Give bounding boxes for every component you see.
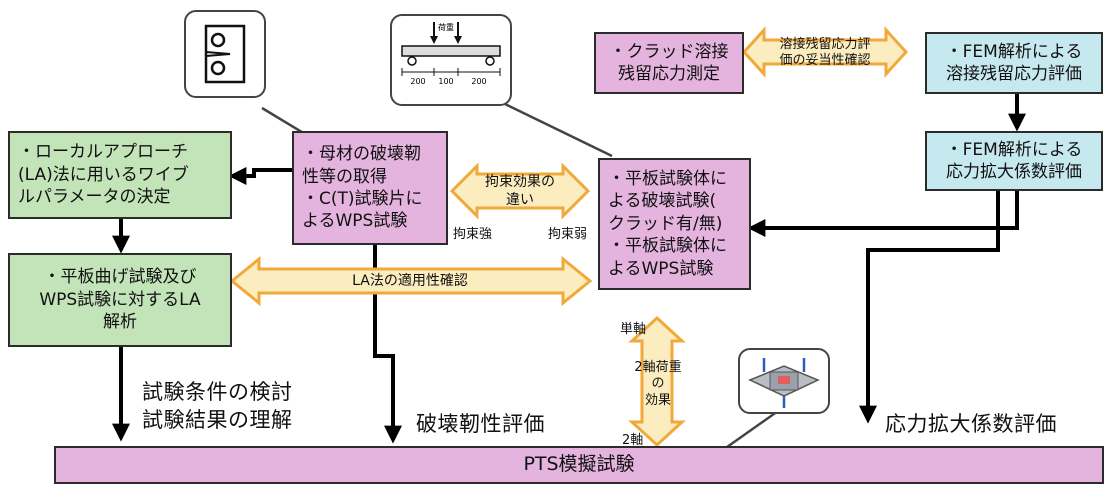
label-constraint-weak: 拘束弱	[548, 227, 588, 242]
svg-text:100: 100	[438, 77, 453, 86]
box-clad-residual-stress: ・クラッド溶接 残留応力測定	[594, 32, 744, 94]
bend-test-schematic-icon: 荷重 200 100 200	[401, 22, 501, 86]
label-weld-validity: 溶接残留応力評 価の妥当性確認	[779, 37, 871, 69]
label-la-applicability: LA法の適用性確認	[352, 273, 468, 289]
label-biaxial-effect: 2軸荷重の 効果	[634, 360, 682, 408]
output-sif-evaluation: 応力拡大係数評価	[885, 412, 1057, 436]
svg-text:200: 200	[471, 77, 486, 86]
bubble-tail-plate	[504, 102, 613, 158]
box-pts-test: PTS模擬試験	[54, 446, 1104, 484]
double-arrow-la-applicability	[229, 255, 593, 307]
double-arrow-constraint	[449, 162, 591, 220]
svg-text:荷重: 荷重	[438, 22, 454, 32]
box-plate-test: ・平板試験体に よる破壊試験( クラッド有/無) ・平板試験体に よるWPS試験	[598, 158, 751, 290]
bubble-plate-bend-test: 荷重 200 100 200	[390, 14, 512, 106]
label-constraint-strong: 拘束強	[453, 227, 493, 242]
box-la-analysis: ・平板曲げ試験及び WPS試験に対するLA 解析	[8, 253, 232, 347]
box-base-material: ・母材の破壊靭 性等の取得 ・C(T)試験片に よるWPS試験	[292, 131, 448, 245]
svg-text:200: 200	[410, 77, 425, 86]
box-fem-weld-residual: ・FEM解析による 溶接残留応力評価	[925, 32, 1103, 94]
output-fracture-toughness: 破壊靭性評価	[416, 412, 545, 436]
double-arrow-weld-validity	[741, 26, 909, 78]
box-fem-sif: ・FEM解析による 応力拡大係数評価	[925, 131, 1103, 191]
ct-specimen-icon	[204, 24, 246, 84]
arrow-base-to-la	[228, 167, 292, 185]
cruciform-specimen-icon	[748, 358, 820, 408]
label-uniaxial: 単軸	[620, 322, 647, 337]
output-test-conditions: 試験条件の検討 試験結果の理解	[142, 380, 293, 433]
label-biaxial: 2軸	[622, 433, 644, 448]
bubble-cruciform-specimen	[738, 348, 830, 414]
arrow-fem-sif-to-sif-eval	[859, 190, 1000, 424]
label-constraint-diff: 拘束効果の 違い	[485, 174, 555, 208]
arrow-fem-sif-to-plate	[747, 190, 1019, 237]
box-local-approach: ・ローカルアプローチ (LA)法に用いるワイブ ルパラメータの決定	[8, 131, 232, 219]
bubble-ct-specimen	[184, 10, 266, 98]
double-arrow-biaxial	[628, 315, 686, 448]
arrow-base-to-toughness	[373, 244, 402, 444]
